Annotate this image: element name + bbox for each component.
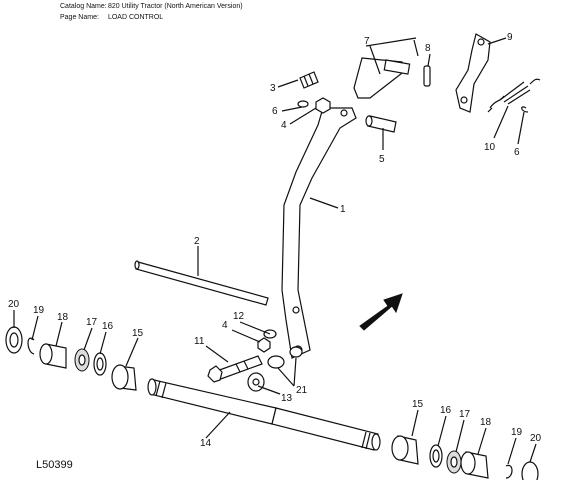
callout-17-right: 17	[459, 409, 471, 420]
right-bearing-stack	[391, 435, 539, 480]
page-name-label: Page Name:	[60, 14, 99, 21]
callout-labels: 3 6 4 7 8 9 10 6 5 1 2 20 19 18 17 16 15…	[8, 32, 542, 471]
part-spring	[487, 78, 541, 113]
catalog-name-value: 820 Utility Tractor (North American Vers…	[107, 3, 243, 10]
catalog-name-row: Catalog Name: 820 Utility Tractor (North…	[60, 3, 243, 11]
part-hex-bolt	[207, 355, 263, 383]
callout-6-top: 6	[272, 106, 278, 117]
callout-6-right: 6	[514, 147, 520, 158]
part-arm-plate	[455, 33, 491, 113]
part-nut-top	[315, 97, 331, 114]
part-pin	[423, 65, 431, 87]
part-bushing-21	[267, 346, 303, 369]
callout-5: 5	[379, 154, 385, 165]
callout-14: 14	[200, 438, 212, 449]
callout-4-lower: 4	[222, 320, 228, 331]
part-nut-lower	[257, 337, 271, 353]
callout-9: 9	[507, 32, 513, 43]
callout-20-left: 20	[8, 299, 20, 310]
part-shaft	[147, 378, 381, 451]
callout-10: 10	[484, 142, 496, 153]
callout-16-right: 16	[440, 405, 452, 416]
callout-19-right: 19	[511, 427, 523, 438]
page-name-row: Page Name: LOAD CONTROL	[60, 14, 163, 22]
part-rod	[134, 260, 269, 306]
callout-13: 13	[281, 393, 293, 404]
callout-1: 1	[340, 204, 346, 215]
callout-18-left: 18	[57, 312, 69, 323]
figure-id: L50399	[36, 459, 73, 471]
callout-16-left: 16	[102, 321, 114, 332]
part-bolt	[365, 115, 397, 133]
callout-21: 21	[296, 385, 308, 396]
part-bushing-13	[247, 372, 265, 392]
callout-12: 12	[233, 311, 245, 322]
callout-8: 8	[425, 43, 431, 54]
page-name-value: LOAD CONTROL	[107, 14, 164, 21]
callout-17-left: 17	[86, 317, 98, 328]
callout-20-right: 20	[530, 433, 542, 444]
part-bracket	[353, 57, 411, 99]
part-clip-right	[521, 106, 529, 113]
direction-arrow	[359, 293, 403, 331]
callout-15-left: 15	[132, 328, 144, 339]
callout-4-top: 4	[281, 120, 287, 131]
callout-7: 7	[364, 36, 370, 47]
part-lever	[281, 107, 357, 359]
callout-3: 3	[270, 83, 276, 94]
leader-lines	[13, 37, 537, 465]
callout-18-right: 18	[480, 417, 492, 428]
left-bearing-stack	[5, 326, 137, 391]
callout-15-right: 15	[412, 399, 424, 410]
callout-19-left: 19	[33, 305, 45, 316]
callout-11: 11	[194, 336, 205, 347]
part-set-screw	[299, 71, 319, 89]
callout-2: 2	[194, 236, 200, 247]
part-washer-top	[297, 100, 309, 108]
catalog-name-label: Catalog Name:	[60, 3, 107, 10]
